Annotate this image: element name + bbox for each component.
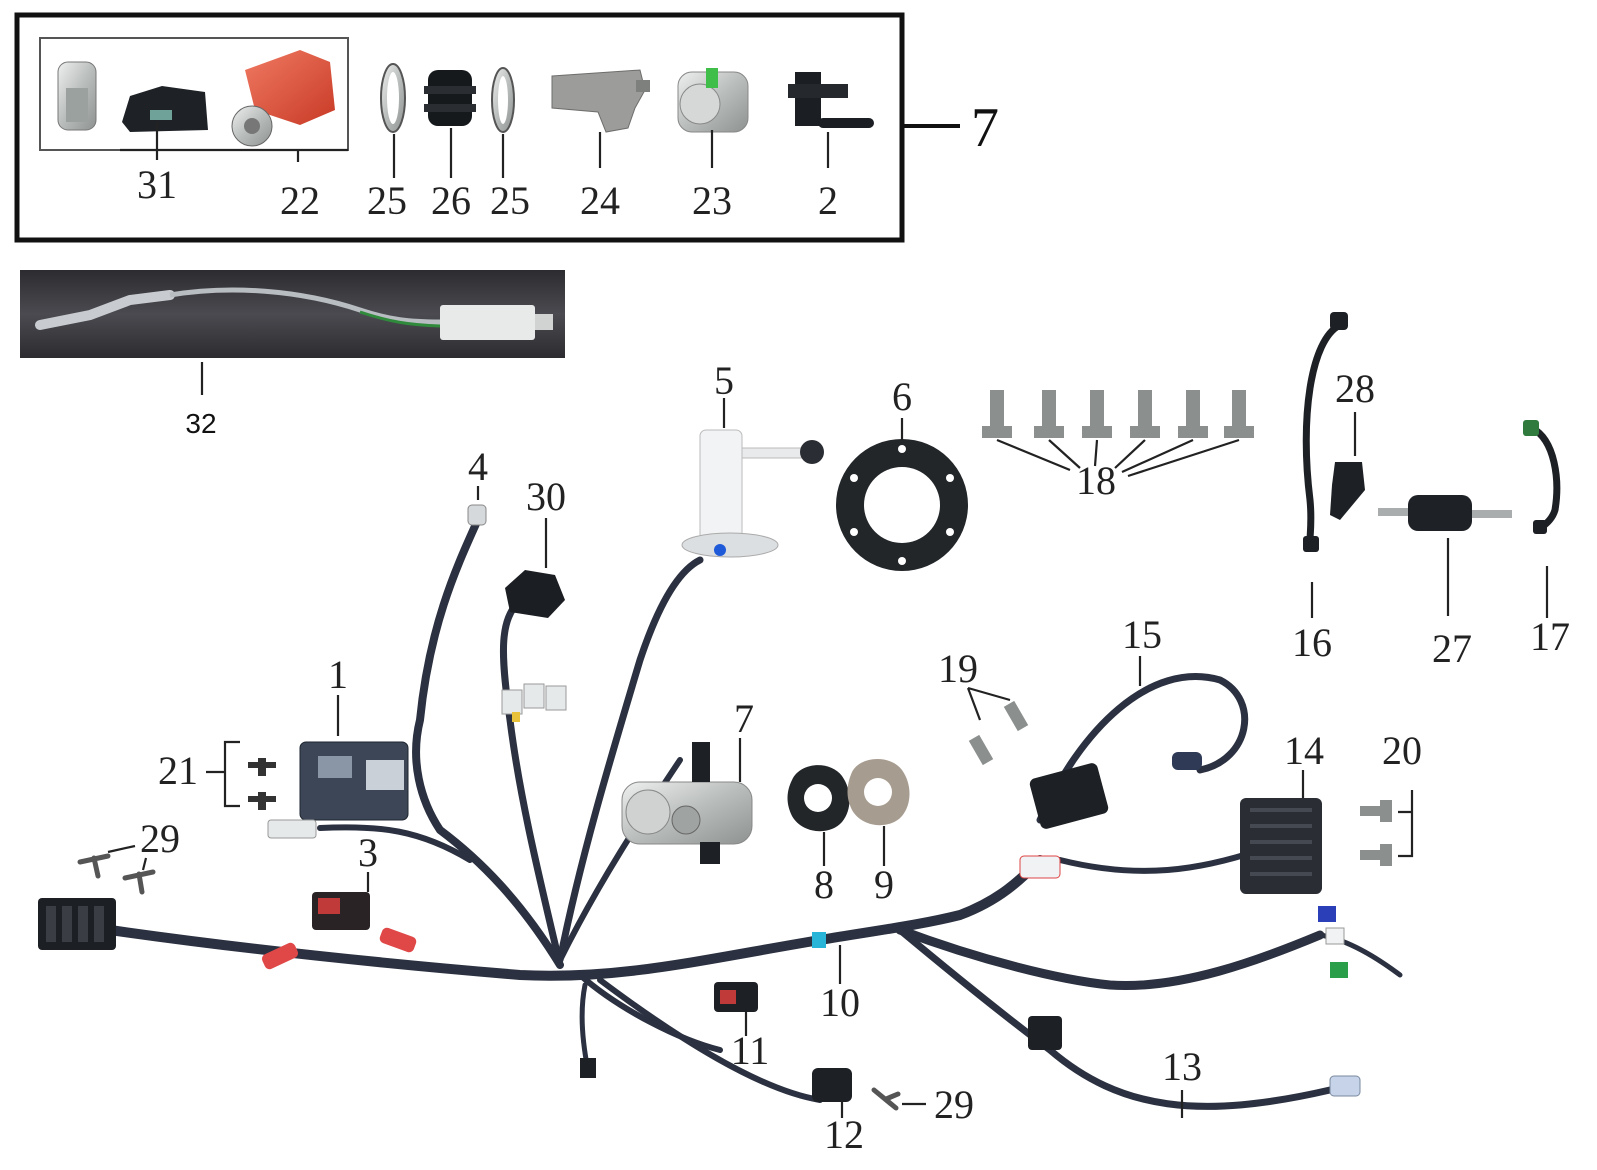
screw-icon — [77, 853, 156, 895]
label-23: 23 — [692, 178, 732, 223]
label-6: 6 — [892, 374, 912, 419]
bolt-icon — [968, 700, 1029, 766]
fuel-hose-icon — [1523, 420, 1561, 534]
fuel-pump-icon — [681, 429, 824, 558]
sensor-icon — [812, 1068, 852, 1102]
relay-icon — [312, 892, 370, 930]
hose-clip-icon — [1330, 462, 1365, 520]
screw-icon — [871, 1087, 901, 1111]
label-21: 21 — [158, 748, 198, 793]
label-2: 2 — [818, 178, 838, 223]
gasket-icon — [787, 765, 850, 832]
intake-boot-icon — [424, 70, 476, 126]
label-13: 13 — [1162, 1044, 1202, 1089]
label-10: 10 — [820, 980, 860, 1025]
label-29b: 29 — [934, 1082, 974, 1127]
label-1: 1 — [328, 652, 348, 697]
label-17: 17 — [1530, 614, 1570, 659]
label-4: 4 — [468, 444, 488, 489]
label-25b: 25 — [490, 178, 530, 223]
switch-icon — [714, 982, 758, 1012]
label-18: 18 — [1076, 458, 1116, 503]
plug-icon — [1329, 1075, 1361, 1097]
label-25a: 25 — [367, 178, 407, 223]
throttle-body-icon — [621, 742, 753, 864]
map-sensor-icon — [551, 69, 650, 133]
hose-clamp-icon — [491, 67, 515, 133]
leader-21 — [206, 740, 240, 808]
label-30: 30 — [526, 474, 566, 519]
label-14: 14 — [1284, 728, 1324, 773]
multi-connector-icon — [1318, 906, 1348, 978]
gasket-icon — [847, 758, 910, 826]
sensor-plug-icon — [467, 504, 487, 526]
tps-sensor-icon — [122, 86, 208, 132]
leader-18 — [996, 438, 1240, 478]
oxygen-sensor-photo: 32 — [20, 270, 565, 439]
leader-31 — [120, 122, 348, 160]
label-8: 8 — [814, 862, 834, 907]
label-27: 27 — [1432, 626, 1472, 671]
label-15: 15 — [1122, 612, 1162, 657]
label-5: 5 — [714, 358, 734, 403]
bolt-set-icon — [982, 390, 1254, 438]
screw-icon — [248, 758, 276, 810]
label-32: 32 — [185, 408, 216, 439]
bolt-icon — [1360, 800, 1392, 866]
gasket-ring-icon — [836, 439, 968, 571]
label-9: 9 — [874, 862, 894, 907]
leader-19 — [966, 686, 1011, 721]
label-24: 24 — [580, 178, 620, 223]
fuel-injector-icon — [788, 72, 874, 128]
label-7: 7 — [734, 696, 754, 741]
label-11: 11 — [731, 1028, 770, 1073]
label-22: 22 — [280, 178, 320, 223]
ignition-coil-icon — [1029, 752, 1202, 829]
sensor-connector-icon — [505, 570, 565, 618]
label-28: 28 — [1335, 366, 1375, 411]
label-29a: 29 — [140, 816, 180, 861]
main-harness — [105, 511, 1403, 1110]
label-12: 12 — [824, 1112, 864, 1157]
connector-cluster-icon — [501, 683, 567, 722]
fuse-box-connector-icon — [38, 898, 116, 950]
throttle-body-icon — [677, 68, 749, 133]
label-19: 19 — [938, 646, 978, 691]
label-26: 26 — [431, 178, 471, 223]
label-3: 3 — [358, 830, 378, 875]
label-16: 16 — [1292, 620, 1332, 665]
label-31: 31 — [137, 162, 177, 207]
fuel-hose-icon — [1302, 312, 1348, 552]
leader-20 — [1398, 790, 1414, 858]
connector-icon — [1028, 1016, 1062, 1050]
throttle-assembly-box: 31 22 25 26 25 24 23 2 7 — [14, 12, 999, 243]
label-20: 20 — [1382, 728, 1422, 773]
label-7-box: 7 — [971, 97, 999, 159]
speed-sensor-icon — [57, 61, 97, 131]
voltage-regulator-icon — [1240, 798, 1322, 894]
leader-29a — [107, 844, 148, 871]
hose-clamp-icon — [380, 63, 406, 133]
fuel-filter-icon — [1378, 495, 1512, 531]
ecu-module-icon — [299, 741, 409, 821]
air-intake-sensor-icon — [231, 50, 335, 147]
